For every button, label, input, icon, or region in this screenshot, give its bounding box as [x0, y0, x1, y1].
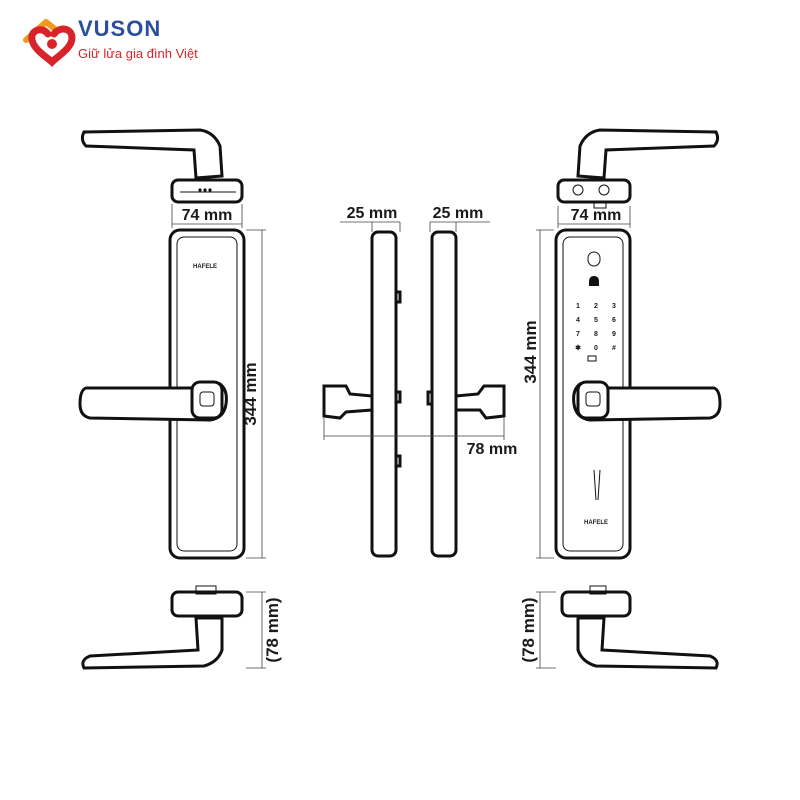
- keypad-key[interactable]: 3: [612, 303, 616, 310]
- back-top-handle: [556, 128, 720, 209]
- keypad-key[interactable]: 4: [576, 317, 580, 324]
- bottom-right-depth-label: (78 mm): [519, 597, 538, 662]
- front-height-dimension: 344 mm: [241, 229, 266, 559]
- back-height-dimension: 344 mm: [521, 229, 554, 559]
- back-height-label: 344 mm: [521, 320, 540, 383]
- keypad-key[interactable]: 7: [576, 331, 580, 338]
- side-view-right: 25 mm 78 mm: [324, 205, 517, 558]
- bottom-view-left: (78 mm): [81, 585, 282, 670]
- keypad-key[interactable]: 6: [612, 317, 616, 324]
- keypad-key[interactable]: 9: [612, 331, 616, 338]
- back-brand-label: HAFELE: [584, 520, 608, 526]
- side-left-depth-label: 25 mm: [347, 205, 398, 222]
- keypad-key[interactable]: 5: [594, 317, 598, 324]
- back-width-label: 74 mm: [571, 207, 622, 224]
- vuson-logo: [23, 19, 76, 67]
- keypad-key[interactable]: ✱: [575, 344, 581, 352]
- keypad-key[interactable]: #: [612, 345, 616, 352]
- bottom-left-depth-label: (78 mm): [263, 597, 282, 662]
- keypad[interactable]: 1 2 3 4 5 6 7 8 9 ✱ 0 #: [575, 303, 616, 352]
- side-view-left: 25 mm: [322, 205, 402, 558]
- house-heart-logo-icon: [23, 19, 76, 67]
- back-width-dimension: 74 mm: [557, 206, 631, 228]
- back-panel: 1 2 3 4 5 6 7 8 9 ✱ 0 # HAFELE: [554, 228, 722, 560]
- doorbell-icon: [587, 251, 601, 286]
- keypad-key[interactable]: 2: [594, 303, 598, 310]
- front-top-handle: [80, 128, 244, 204]
- keypad-key[interactable]: 8: [594, 331, 598, 338]
- brand-name: VUSON: [78, 16, 162, 41]
- fingerprint-icon[interactable]: [593, 469, 601, 501]
- back-view: 74 mm 1 2 3 4 5 6 7 8 9 ✱ 0 # HAFELE: [521, 128, 722, 560]
- front-height-label: 344 mm: [241, 362, 260, 425]
- front-brand-label: HAFELE: [193, 264, 217, 270]
- side-right-depth-label: 25 mm: [433, 205, 484, 222]
- keypad-key[interactable]: 0: [594, 345, 598, 352]
- front-width-dimension: 74 mm: [171, 204, 243, 228]
- handle-projection-dimension: 78 mm: [324, 418, 517, 458]
- front-panel: HAFELE: [78, 228, 246, 560]
- handle-projection-label: 78 mm: [467, 441, 518, 458]
- bottom-view-right: (78 mm): [519, 585, 719, 670]
- keypad-key[interactable]: 1: [576, 303, 580, 310]
- front-width-label: 74 mm: [182, 207, 233, 224]
- brand-tagline: Giữ lửa gia đình Việt: [78, 46, 198, 61]
- front-view: 74 mm HAFELE 344 mm: [78, 128, 266, 560]
